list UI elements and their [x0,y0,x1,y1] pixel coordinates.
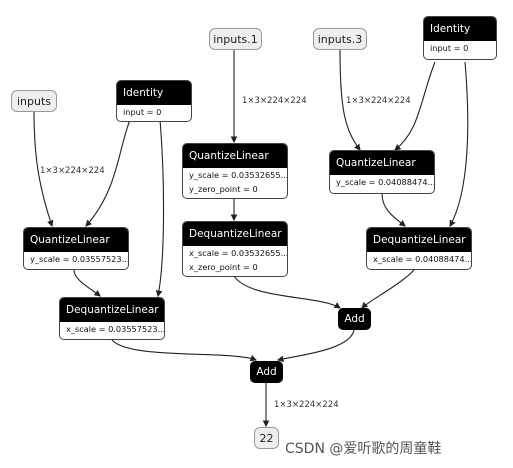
edge-label-output: 1×3×224×224 [274,400,339,410]
edge-identity-left-dequant-left [155,119,165,298]
node-title: DequantizeLinear [367,228,471,252]
edge-dequant-left-add-bottom [111,339,258,362]
edge-identity-right-dequant-right [449,61,469,227]
edge-dequant-mid-add-right [233,275,341,309]
node-quantize-left[interactable]: QuantizeLinear y_scale = 0.03557523... [23,227,129,270]
node-attr: x_scale = 0.03557523... [66,324,164,334]
node-attr: y_scale = 0.03532655... [189,170,287,180]
node-attr: y_zero_point = 0 [189,184,258,194]
input-node-inputs[interactable]: inputs [11,90,57,112]
node-attr: x_zero_point = 0 [189,262,258,272]
node-title: QuantizeLinear [183,144,287,168]
output-node-22[interactable]: 22 [254,427,279,449]
node-title: DequantizeLinear [183,222,287,246]
node-attr: input = 0 [123,107,162,117]
edge-quant-left-dequant-left [73,269,101,297]
edge-label-inputs1: 1×3×224×224 [242,96,307,106]
node-title: Identity [424,17,496,41]
node-identity-left[interactable]: Identity input = 0 [116,80,192,122]
watermark: CSDN @爱听歌的周童鞋 [285,441,442,457]
node-dequantize-mid[interactable]: DequantizeLinear x_scale = 0.03532655...… [182,221,288,277]
node-title: QuantizeLinear [330,151,434,175]
edge-inputs3-quant-right [339,49,361,151]
edge-label-inputs: 1×3×224×224 [40,166,105,176]
node-attr: x_scale = 0.04088474... [373,254,471,264]
edge-quant-right-dequant-right [381,193,406,227]
edge-identity-right-quant-right [394,61,436,151]
node-attr: x_scale = 0.03532655... [189,248,287,258]
node-title: Identity [117,81,191,105]
edge-add-right-add-bottom [276,329,355,363]
node-add-bottom[interactable]: Add [250,361,283,383]
input-node-inputs1[interactable]: inputs.1 [209,28,262,50]
edge-identity-left-quant-left [85,119,131,227]
node-title: QuantizeLinear [24,228,128,252]
edge-label-inputs3: 1×3×224×224 [346,96,411,106]
node-attr: y_scale = 0.04088474... [336,177,434,187]
node-attr: y_scale = 0.03557523... [30,254,128,264]
node-dequantize-left[interactable]: DequantizeLinear x_scale = 0.03557523... [59,297,165,340]
node-quantize-right[interactable]: QuantizeLinear y_scale = 0.04088474... [329,150,435,194]
edge-dequant-right-add-right [361,269,415,309]
node-title: DequantizeLinear [60,298,164,322]
edge-inputs-quant-left [33,111,54,228]
node-identity-right[interactable]: Identity input = 0 [423,16,497,60]
node-dequantize-right[interactable]: DequantizeLinear x_scale = 0.04088474... [366,227,472,270]
node-attr: input = 0 [430,43,469,53]
node-quantize-mid[interactable]: QuantizeLinear y_scale = 0.03532655... y… [182,143,288,199]
node-add-right[interactable]: Add [338,308,371,330]
input-node-inputs3[interactable]: inputs.3 [313,28,367,50]
